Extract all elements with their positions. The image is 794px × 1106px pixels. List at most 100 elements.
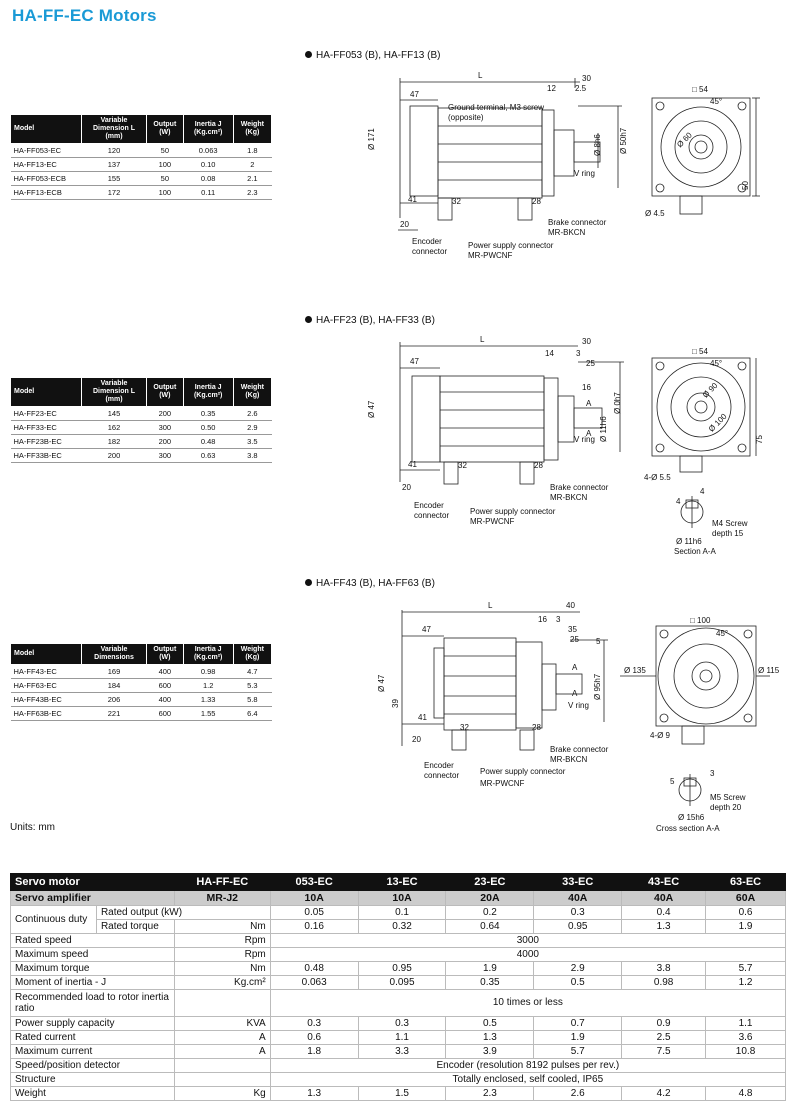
svg-text:32: 32 [460, 723, 469, 732]
svg-text:41: 41 [408, 460, 417, 469]
svg-text:depth 20: depth 20 [710, 803, 742, 812]
svg-text:75: 75 [755, 435, 764, 444]
svg-text:45°: 45° [710, 97, 722, 106]
col-weight: Weight (Kg) [232, 643, 273, 665]
svg-text:32: 32 [458, 461, 467, 470]
svg-text:connector: connector [414, 511, 449, 520]
page-title: HA-FF-EC Motors [12, 6, 157, 25]
svg-text:3: 3 [556, 615, 561, 624]
model-table-2: Model Variable Dimension L (mm) Output (… [10, 377, 273, 463]
svg-text:□ 100: □ 100 [690, 616, 711, 625]
svg-text:Ø 47: Ø 47 [377, 674, 386, 692]
svg-text:depth 15: depth 15 [712, 529, 744, 538]
col-weight: Weight (Kg) [232, 114, 273, 144]
svg-text:Ø 95h7: Ø 95h7 [593, 673, 602, 700]
svg-text:Ø 11h6: Ø 11h6 [676, 537, 702, 546]
svg-text:20: 20 [400, 220, 409, 229]
svg-text:25: 25 [586, 359, 595, 368]
svg-text:Ø 11h6: Ø 11h6 [599, 416, 608, 442]
svg-text:4: 4 [700, 487, 705, 496]
svg-text:Ø 8h6: Ø 8h6 [593, 134, 602, 156]
svg-text:Cross section A-A: Cross section A-A [656, 824, 720, 833]
section-1-heading: HA-FF053 (B), HA-FF13 (B) [305, 50, 440, 61]
table-row: Moment of inertia - J Kg.cm² 0.063 0.095… [10, 975, 786, 990]
dim-L: L [478, 71, 483, 80]
svg-text:connector: connector [412, 247, 447, 256]
table-row: Weight Kg 1.3 1.5 2.3 2.6 4.2 4.8 [10, 1086, 786, 1101]
svg-text:28: 28 [534, 461, 543, 470]
svg-text:MR-PWCNF: MR-PWCNF [468, 251, 513, 260]
svg-text:39: 39 [391, 699, 400, 708]
servo-spec-table: Servo motor HA-FF-EC 053-EC 13-EC 23-EC … [10, 873, 787, 1101]
dim-47: 47 [410, 90, 419, 99]
svg-text:connector: connector [424, 771, 459, 780]
svg-text:MR-BKCN: MR-BKCN [548, 228, 586, 237]
col-dimension: Variable Dimension L (mm) [81, 377, 147, 407]
svg-text:V ring: V ring [574, 169, 595, 178]
svg-text:□ 54: □ 54 [692, 85, 709, 94]
table-row: Rated torque Nm 0.16 0.32 0.64 0.95 1.3 … [11, 919, 786, 934]
bullet-icon [305, 51, 312, 58]
svg-text:3: 3 [710, 769, 715, 778]
svg-text:2.5: 2.5 [575, 84, 587, 93]
svg-text:4-Ø 9: 4-Ø 9 [650, 731, 671, 740]
svg-text:40: 40 [566, 601, 575, 610]
table-row: Recommended load to rotor inertia ratio … [10, 989, 787, 1017]
svg-text:4: 4 [676, 497, 681, 506]
svg-text:25: 25 [570, 635, 579, 644]
svg-text:L: L [480, 335, 485, 344]
svg-text:47: 47 [422, 625, 431, 634]
svg-text:12: 12 [547, 84, 556, 93]
svg-text:Ø 171: Ø 171 [367, 128, 376, 150]
table-row: Rated current A 0.6 1.1 1.3 1.9 2.5 3.6 [10, 1030, 786, 1045]
svg-text:(opposite): (opposite) [448, 113, 484, 122]
table-row: Speed/position detector Encoder (resolut… [10, 1058, 787, 1073]
svg-text:MR-BKCN: MR-BKCN [550, 755, 588, 764]
section-3-heading: HA-FF43 (B), HA-FF63 (B) [305, 578, 435, 589]
svg-text:Ø 50h7: Ø 50h7 [619, 127, 628, 154]
table-row: Maximum current A 1.8 3.3 3.9 5.7 7.5 10… [10, 1044, 786, 1059]
col-output: Output (W) [146, 643, 184, 665]
svg-text:MR-PWCNF: MR-PWCNF [480, 779, 525, 788]
svg-text:Brake connector: Brake connector [550, 483, 609, 492]
svg-text:Section A-A: Section A-A [674, 547, 716, 556]
svg-text:14: 14 [545, 349, 554, 358]
col-dimension: Variable Dimension L (mm) [81, 114, 147, 144]
table-row: Maximum torque Nm 0.48 0.95 1.9 2.9 3.8 … [10, 961, 786, 976]
svg-text:Power supply connector: Power supply connector [468, 241, 554, 250]
drawing-1: L 47 12 30 2.5 □ 54 45° Ø 171 Ø 50h7 Ø 8… [367, 71, 760, 260]
svg-text:MR-PWCNF: MR-PWCNF [470, 517, 515, 526]
model-table-1: Model Variable Dimension L (mm) Output (… [10, 114, 273, 200]
svg-text:50: 50 [741, 181, 750, 190]
svg-text:41: 41 [408, 195, 417, 204]
svg-text:30: 30 [582, 337, 591, 346]
col-output: Output (W) [146, 377, 184, 407]
svg-text:5: 5 [596, 637, 601, 646]
col-weight: Weight (Kg) [232, 377, 273, 407]
svg-text:Power supply connector: Power supply connector [480, 767, 566, 776]
svg-text:Ø 47: Ø 47 [367, 400, 376, 418]
svg-text:L: L [488, 601, 493, 610]
svg-text:28: 28 [532, 723, 541, 732]
svg-text:Brake connector: Brake connector [550, 745, 609, 754]
svg-text:Ø 15h6: Ø 15h6 [678, 813, 705, 822]
svg-text:Ø 0h7: Ø 0h7 [613, 392, 622, 414]
svg-text:V ring: V ring [574, 435, 595, 444]
header-row-amplifier: Servo amplifier MR-J2 10A 10A 20A 40A 40… [10, 890, 786, 906]
svg-text:A: A [572, 689, 578, 698]
svg-text:Ø 115: Ø 115 [758, 666, 780, 675]
units-note: Units: mm [10, 822, 55, 833]
svg-text:20: 20 [412, 735, 421, 744]
table-row: Maximum speed Rpm 4000 [10, 947, 787, 962]
svg-text:20: 20 [402, 483, 411, 492]
svg-text:Ø 4.5: Ø 4.5 [645, 209, 665, 218]
col-inertia: Inertia J (Kg.cm²) [182, 377, 234, 407]
